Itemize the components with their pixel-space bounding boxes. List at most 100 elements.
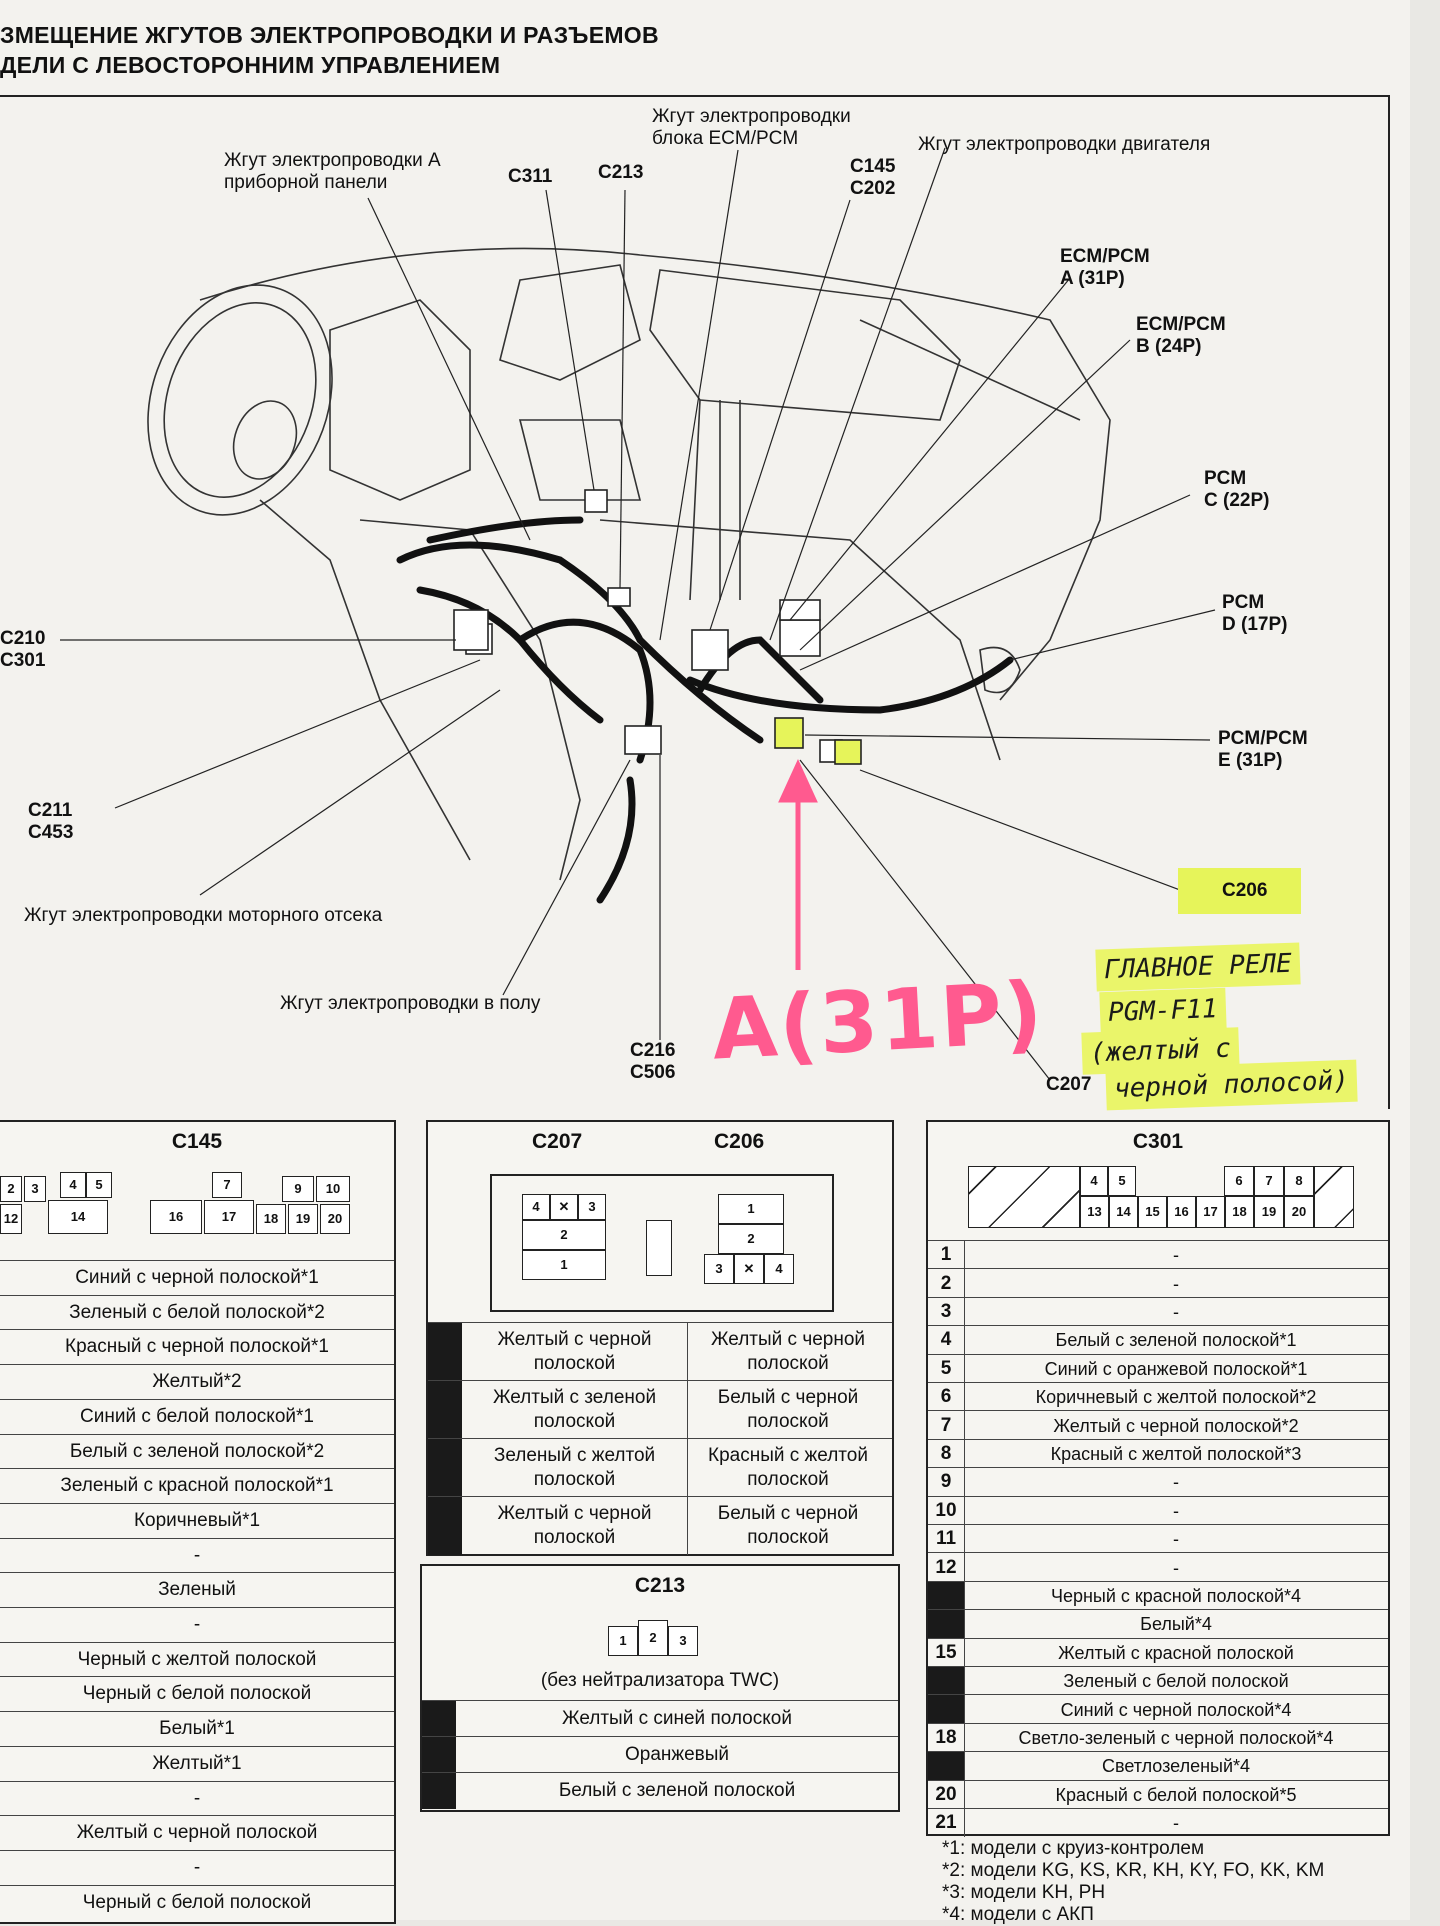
label-c311: C311 xyxy=(508,166,553,187)
table-row: 10- xyxy=(928,1495,1388,1525)
table-row: Черный с красной полоской*4 xyxy=(928,1580,1388,1611)
table-row: 7 Желтый с черной полоской*2 xyxy=(928,1410,1388,1440)
pin-number xyxy=(928,1752,965,1781)
cell-c207: Желтый с черной полоской xyxy=(462,1497,688,1555)
table-row: 11- xyxy=(928,1524,1388,1554)
table-row: Синий с черной полоской*1 xyxy=(0,1260,394,1296)
pin: 1 xyxy=(718,1194,784,1224)
pin: 4 xyxy=(1080,1166,1108,1196)
cell-c206: Белый с черной полоской xyxy=(717,1387,859,1432)
pin: 18 xyxy=(256,1204,286,1234)
pin-blank xyxy=(646,1220,672,1276)
c213-note: (без нейтрализатора TWC) xyxy=(540,1670,780,1691)
connector-c145 xyxy=(691,629,729,671)
c213-pinout: 1 2 3 xyxy=(608,1620,708,1656)
table-row: Светлозеленый*4 xyxy=(928,1751,1388,1781)
pin: 5 xyxy=(86,1172,112,1198)
pin: 4 xyxy=(522,1194,550,1220)
wire-color: Желтый с черной полоской*2 xyxy=(1053,1415,1299,1436)
diagram-frame xyxy=(0,95,1390,1109)
c207-title: C207 xyxy=(532,1130,583,1153)
table-row: - xyxy=(0,1537,394,1574)
label-c213: C213 xyxy=(598,162,644,183)
table-row: 12- xyxy=(928,1552,1388,1582)
c213-title: C213 xyxy=(634,1574,686,1597)
row-marker xyxy=(428,1323,462,1381)
cell-c206: Красный с желтой полоской xyxy=(708,1445,868,1490)
wire-color: Черный с красной полоской*4 xyxy=(1050,1585,1302,1606)
pin-number: 11 xyxy=(928,1525,965,1554)
connector-ecm-a-highlight xyxy=(774,717,804,749)
table-row: Черный с белой полоской xyxy=(0,1884,394,1921)
table-row: 8 Красный с желтой полоской*3 xyxy=(928,1438,1388,1469)
table-row: Белый*1 xyxy=(0,1711,394,1747)
c301-pinout: 4 5 6 7 8 13 14 15 16 17 18 19 20 xyxy=(968,1166,1358,1230)
pink-handwritten-annotation: A(31P) xyxy=(709,963,1047,1079)
label-c206-highlight: C206 xyxy=(1178,868,1302,914)
cell-c207: Желтый с черной полоской xyxy=(462,1323,688,1381)
footnotes: *1: модели с круиз-контролем *2: модели … xyxy=(942,1838,1324,1926)
pin-number: 18 xyxy=(928,1723,965,1753)
label-engine-bay-harness: Жгут электропроводки моторного отсека xyxy=(24,905,383,926)
table-row: Желтый*1 xyxy=(0,1745,394,1782)
pink-arrow-head xyxy=(778,758,818,803)
label-floor-harness: Жгут электропроводки в полу xyxy=(280,993,541,1014)
table-row: Белый*4 xyxy=(928,1609,1388,1639)
row-marker xyxy=(422,1701,456,1737)
c213-table: C213 1 2 3 (без нейтрализатора TWC) Желт… xyxy=(420,1564,900,1812)
pin: 1 xyxy=(608,1626,638,1656)
pin: 5 xyxy=(1108,1166,1136,1196)
row-marker xyxy=(428,1439,462,1497)
pin-number: 15 xyxy=(928,1638,965,1667)
pin-number: 7 xyxy=(928,1411,965,1440)
pin-number: 12 xyxy=(928,1553,965,1582)
table-row: Зеленый с белой полоской*2 xyxy=(0,1294,394,1331)
table-row: Оранжевый xyxy=(422,1736,898,1773)
pin: 6 xyxy=(1224,1166,1254,1196)
c301-title: C301 xyxy=(1132,1130,1184,1153)
pin-number: 10 xyxy=(928,1496,965,1525)
pin-number xyxy=(928,1581,965,1611)
table-row: Белый с зеленой полоской xyxy=(422,1772,898,1809)
pin: 10 xyxy=(316,1176,350,1202)
row-marker xyxy=(422,1737,456,1773)
wire-color: - xyxy=(1173,1472,1179,1493)
wire-color: - xyxy=(1173,1273,1179,1294)
pin-blank xyxy=(968,1166,1080,1228)
pin: 20 xyxy=(1284,1196,1314,1228)
wire-color: Желтый с красной полоской xyxy=(1058,1642,1294,1663)
pin-blank: ✕ xyxy=(550,1194,578,1220)
cell-c206: Белый с черной полоской xyxy=(717,1503,859,1548)
c145-title: C145 xyxy=(171,1130,223,1153)
pin-number: 8 xyxy=(928,1439,965,1469)
pin: 20 xyxy=(320,1204,350,1234)
wire-color: Светло-зеленый с черной полоской*4 xyxy=(1018,1727,1334,1748)
table-row: Черный с белой полоской xyxy=(0,1676,394,1712)
page-title: ЗМЕЩЕНИЕ ЖГУТОВ ЭЛЕКТРОПРОВОДКИ И РАЗЪЕМ… xyxy=(0,22,659,48)
wire-color: - xyxy=(1173,1301,1179,1322)
pin: 17 xyxy=(1196,1196,1225,1228)
steering-wheel xyxy=(147,284,333,516)
wire-color: Светлозеленый*4 xyxy=(1101,1756,1251,1777)
row-marker xyxy=(428,1381,462,1439)
wire-color: Красный с желтой полоской*3 xyxy=(1050,1443,1302,1464)
wire-color: Белый*4 xyxy=(1140,1614,1212,1635)
manual-page: ЗМЕЩЕНИЕ ЖГУТОВ ЭЛЕКТРОПРОВОДКИ И РАЗЪЕМ… xyxy=(0,22,1390,1925)
wire-color: - xyxy=(1173,1245,1179,1266)
pin: 18 xyxy=(1225,1196,1254,1228)
pin-number: 4 xyxy=(928,1326,965,1355)
wire-color: Белый с зеленой полоской*1 xyxy=(1055,1330,1297,1351)
pin: 7 xyxy=(1254,1166,1284,1196)
wire-color: - xyxy=(1173,1813,1179,1834)
table-row: Синий с черной полоской*4 xyxy=(928,1694,1388,1724)
pin-number: 6 xyxy=(928,1383,965,1412)
pin: 13 xyxy=(1080,1196,1109,1228)
pin: 15 xyxy=(1138,1196,1167,1228)
